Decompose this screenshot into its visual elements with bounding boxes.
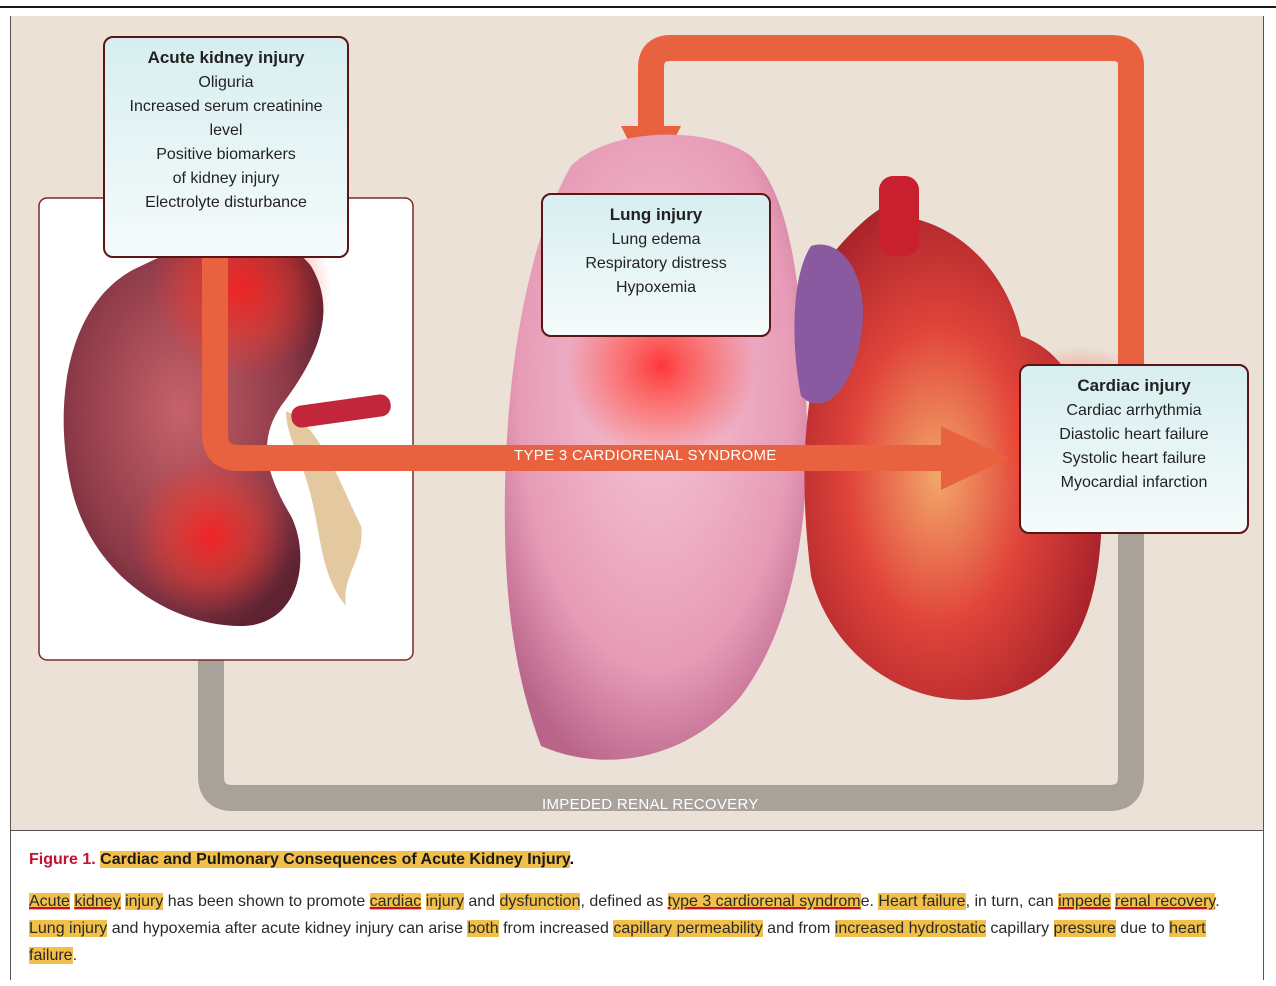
text: and hypoxemia after acute kidney injury …: [107, 920, 467, 937]
aorta-shape: [879, 176, 919, 256]
lung-box-line: Respiratory distress: [543, 252, 769, 276]
kidney-box-line: Increased serum creatinine: [105, 95, 347, 119]
text: due to: [1116, 920, 1169, 937]
hl-acute: Acute: [29, 893, 70, 910]
text: and: [464, 893, 500, 910]
top-rule: [0, 6, 1276, 8]
type3-cardiorenal-label: TYPE 3 CARDIORENAL SYNDROME: [514, 447, 777, 464]
hl-lung-injury: Lung injury: [29, 920, 107, 937]
caption-title-end: .: [570, 851, 574, 868]
kidney-box-title: Acute kidney injury: [105, 46, 347, 70]
text: from increased: [499, 920, 614, 937]
text: .: [73, 947, 77, 964]
hl-pressure: pressure: [1054, 920, 1116, 937]
hl-type3: type 3 cardiorenal syndrom: [668, 893, 861, 910]
text: , in turn, can: [966, 893, 1059, 910]
kidney-box-line: of kidney injury: [105, 167, 347, 191]
text: capillary: [986, 920, 1054, 937]
hl-cardiac: cardiac: [370, 893, 422, 910]
text: e.: [861, 893, 879, 910]
kidney-box-line: Oliguria: [105, 71, 347, 95]
hl-dysfunction: dysfunction: [500, 893, 581, 910]
cardiac-box-line: Systolic heart failure: [1021, 447, 1247, 471]
lung-injury-box: Lung injury Lung edema Respiratory distr…: [541, 193, 771, 337]
lung-box-line: Hypoxemia: [543, 276, 769, 300]
text: .: [1215, 893, 1219, 910]
cardiac-box-line: Cardiac arrhythmia: [1021, 399, 1247, 423]
caption-title-line: Figure 1. Cardiac and Pulmonary Conseque…: [29, 851, 574, 869]
kidney-box-line: Electrolyte disturbance: [105, 191, 347, 215]
text: and from: [763, 920, 835, 937]
caption-body: Acute kidney injury has been shown to pr…: [29, 888, 1251, 969]
hl-impede: impede: [1058, 893, 1110, 910]
hl-capillary-permeability: capillary permeability: [613, 920, 762, 937]
hl-renal-recovery: renal recovery: [1115, 893, 1215, 910]
hl-injury: injury: [125, 893, 163, 910]
hl-heart-failure: Heart failure: [878, 893, 965, 910]
hl-increased-hydrostatic: increased hydrostatic: [835, 920, 986, 937]
figure-label: Figure 1.: [29, 851, 96, 868]
cardiac-box-line: Diastolic heart failure: [1021, 423, 1247, 447]
caption-title: Cardiac and Pulmonary Consequences of Ac…: [100, 851, 569, 868]
kidney-bottom-glow: [131, 456, 291, 616]
hl-both: both: [467, 920, 498, 937]
acute-kidney-injury-box: Acute kidney injury Oliguria Increased s…: [103, 36, 349, 258]
figure-illustration: Acute kidney injury Oliguria Increased s…: [11, 16, 1263, 830]
cardiac-box-title: Cardiac injury: [1021, 374, 1247, 398]
cardiac-injury-box: Cardiac injury Cardiac arrhythmia Diasto…: [1019, 364, 1249, 534]
hl-kidney: kidney: [74, 893, 120, 910]
kidney-box-line: level: [105, 119, 347, 143]
cardiac-box-line: Myocardial infarction: [1021, 471, 1247, 495]
figure-caption: Figure 1. Cardiac and Pulmonary Conseque…: [11, 830, 1263, 981]
lung-box-title: Lung injury: [543, 203, 769, 227]
text: has been shown to promote: [163, 893, 369, 910]
text: , defined as: [580, 893, 667, 910]
impeded-renal-recovery-label: IMPEDED RENAL RECOVERY: [542, 796, 759, 813]
kidney-box-line: Positive biomarkers: [105, 143, 347, 167]
hl-injury-2: injury: [426, 893, 464, 910]
lung-box-line: Lung edema: [543, 228, 769, 252]
